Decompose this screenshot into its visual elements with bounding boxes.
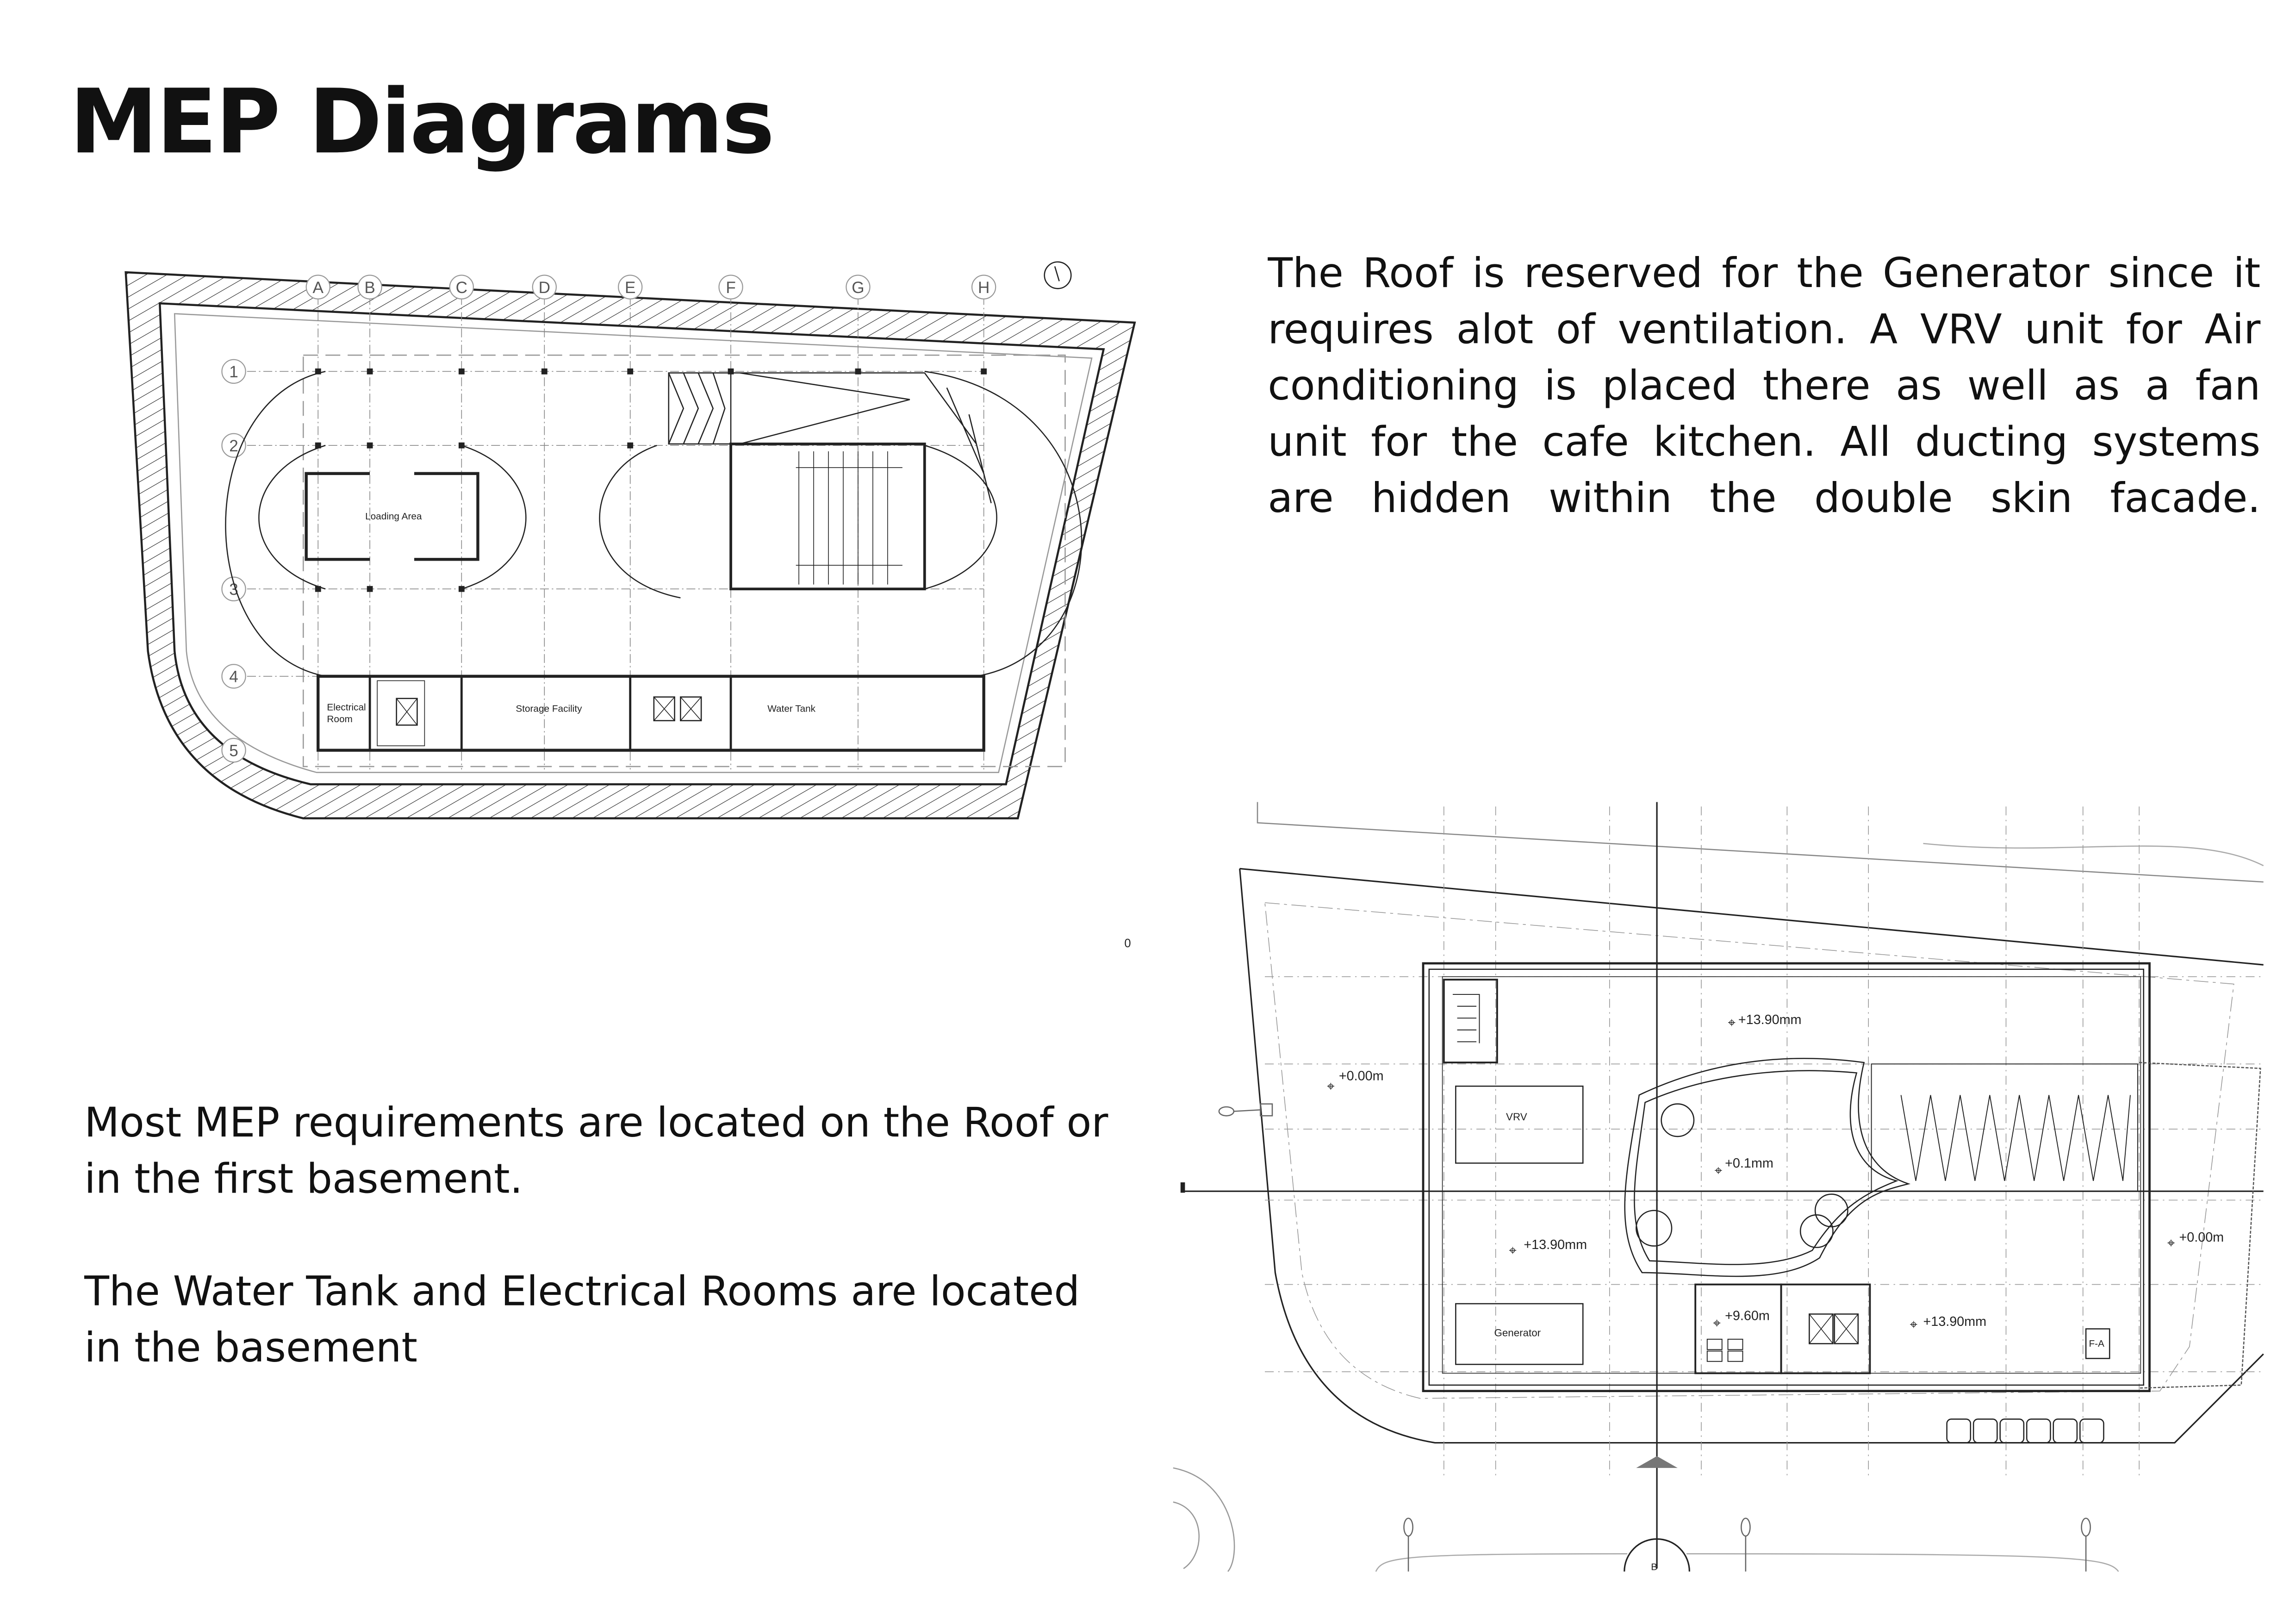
- retaining-wall-hatch: [124, 271, 1136, 819]
- level-label: +0.00m: [2179, 1230, 2224, 1245]
- text-line: unit for the cafe kitchen. All ducting s…: [1268, 418, 2261, 466]
- grid-label: 5: [229, 742, 238, 760]
- grid-label: G: [852, 279, 864, 297]
- roof-floor-plan: VRV Generator F-A B 0 ⌖+13.90mm ⌖+0.00m …: [1124, 802, 2264, 1572]
- section-arrow-icon: [1636, 1456, 1678, 1468]
- room-label: Electrical: [327, 702, 366, 712]
- vrv-unit: [1455, 1085, 1584, 1164]
- room-label: Water Tank: [767, 704, 815, 714]
- svg-text:⌖: ⌖: [1728, 1015, 1736, 1030]
- grid-label: B: [364, 279, 375, 297]
- room-label: VRV: [1506, 1111, 1527, 1123]
- generator-unit: [1455, 1303, 1584, 1365]
- roof-garden: [1624, 1058, 1911, 1277]
- grid-label: A: [313, 279, 324, 297]
- grid-label: 2: [229, 437, 238, 455]
- text-paragraph: The Water Tank and Electrical Rooms are …: [84, 1268, 1080, 1372]
- grid-label: F: [726, 279, 735, 297]
- room-label: Generator: [1494, 1327, 1541, 1338]
- grid-label: C: [456, 279, 467, 297]
- section-label: B: [1651, 1562, 1657, 1572]
- roof-description: The Roof is reserved for the Generator s…: [1268, 246, 2260, 527]
- text-paragraph: Most MEP requirements are located on the…: [84, 1099, 1108, 1203]
- room-label: Room: [327, 714, 352, 725]
- svg-text:⌖: ⌖: [1327, 1079, 1334, 1094]
- svg-text:⌖: ⌖: [2167, 1236, 2175, 1251]
- lamp-post-icon: [1218, 1103, 2091, 1572]
- level-label: +0.00m: [1339, 1068, 1384, 1083]
- fire-alarm-panel: [2085, 1328, 2110, 1359]
- level-label: +13.90mm: [1923, 1314, 1986, 1329]
- text-line: requires alot of ventilation. A VRV unit…: [1268, 306, 2261, 354]
- grid-label: 4: [229, 668, 238, 686]
- edge-mark: 0: [1124, 937, 1131, 950]
- text-line: The Roof is reserved for the Generator s…: [1268, 250, 2261, 298]
- room-label: Loading Area: [365, 511, 422, 522]
- text-line: are hidden within the double skin facade…: [1268, 475, 2261, 523]
- level-label: +13.90mm: [1524, 1237, 1587, 1252]
- north-arrow-icon: [1044, 261, 1072, 289]
- room-label: F-A: [2089, 1338, 2104, 1349]
- svg-text:⌖: ⌖: [1910, 1317, 1917, 1332]
- text-line: conditioning is placed there as well as …: [1268, 362, 2261, 410]
- grid-label: D: [539, 279, 550, 297]
- grid-lines: [1265, 806, 2264, 1480]
- grid-label: 1: [229, 363, 238, 381]
- grid-label: E: [625, 279, 635, 297]
- mep-location-description: Most MEP requirements are located on the…: [84, 1095, 1120, 1432]
- level-markers: ⌖+13.90mm ⌖+0.00m ⌖+0.1mm ⌖+13.90mm ⌖+9.…: [1327, 1012, 2224, 1332]
- level-label: +9.60m: [1725, 1308, 1770, 1323]
- level-label: +0.1mm: [1725, 1156, 1773, 1171]
- grid-label: H: [978, 279, 989, 297]
- level-label: +13.90mm: [1738, 1012, 1802, 1027]
- room-label: Storage Facility: [516, 704, 582, 714]
- parking-stalls: [1946, 1418, 2104, 1443]
- svg-text:⌖: ⌖: [1715, 1163, 1722, 1178]
- page-title: MEP Diagrams: [69, 71, 775, 175]
- tree-icon: [1636, 1103, 1848, 1248]
- grid-lines: [247, 296, 984, 770]
- structural-columns: [315, 368, 987, 592]
- svg-text:⌖: ⌖: [1713, 1316, 1721, 1330]
- svg-text:⌖: ⌖: [1509, 1243, 1516, 1258]
- basement-floor-plan: A B C D E F G H 1 2 3 4 5: [124, 261, 1136, 819]
- grid-label: 3: [229, 581, 238, 599]
- elevator-icon: [396, 698, 418, 726]
